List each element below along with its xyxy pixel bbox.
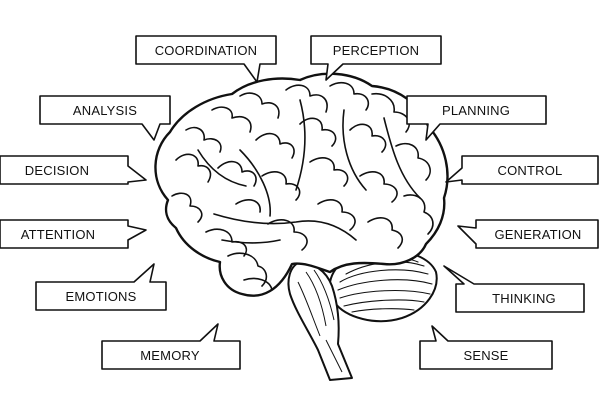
label-sense: SENSE <box>419 325 553 370</box>
brain-illustration <box>154 72 449 381</box>
label-generation: GENERATION <box>457 219 599 249</box>
label-control-text: CONTROL <box>498 163 563 178</box>
label-analysis: ANALYSIS <box>39 95 171 141</box>
label-thinking: THINKING <box>443 265 585 313</box>
label-control: CONTROL <box>445 155 599 185</box>
cerebrum <box>154 72 449 297</box>
label-coordination: COORDINATION <box>135 35 277 83</box>
label-attention-text: ATTENTION <box>21 227 96 242</box>
label-analysis-text: ANALYSIS <box>73 103 137 118</box>
label-memory-text: MEMORY <box>140 348 200 363</box>
label-perception-text: PERCEPTION <box>333 43 420 58</box>
cerebellum <box>328 248 438 323</box>
label-perception: PERCEPTION <box>310 35 442 81</box>
label-emotions-text: EMOTIONS <box>66 289 137 304</box>
label-emotions: EMOTIONS <box>35 263 167 311</box>
label-decision-text: DECISION <box>25 163 89 178</box>
label-decision: DECISION <box>0 155 147 185</box>
label-planning-text: PLANNING <box>442 103 510 118</box>
brain-stem <box>287 261 353 381</box>
label-memory: MEMORY <box>101 323 241 370</box>
label-attention: ATTENTION <box>0 219 147 249</box>
label-generation-text: GENERATION <box>495 227 582 242</box>
brain-folds <box>171 81 434 291</box>
label-thinking-text: THINKING <box>492 291 556 306</box>
label-sense-text: SENSE <box>463 348 508 363</box>
label-coordination-text: COORDINATION <box>155 43 258 58</box>
label-planning: PLANNING <box>406 95 547 141</box>
